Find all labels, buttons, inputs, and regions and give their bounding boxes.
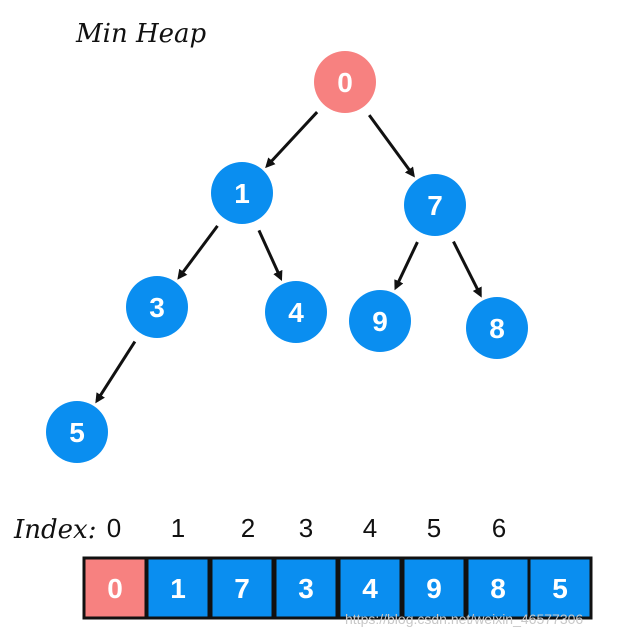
node-label: 4 xyxy=(288,297,304,328)
cell-box xyxy=(401,556,467,620)
index-number: 4 xyxy=(363,513,377,543)
arrow-n0-n2 xyxy=(368,114,415,178)
cell-box xyxy=(527,556,593,620)
cell-value: 1 xyxy=(170,573,186,604)
cell-box xyxy=(337,556,403,620)
cell-value: 9 xyxy=(426,573,442,604)
cell-value: 7 xyxy=(234,573,250,604)
node-label: 3 xyxy=(149,292,165,323)
arrow-n2-n6 xyxy=(452,240,482,298)
arrow-n1-n4 xyxy=(257,229,283,282)
array-cell-0: 0 xyxy=(82,556,148,620)
diagram-title: Min Heap xyxy=(75,19,207,49)
cell-value: 8 xyxy=(490,573,506,604)
arrow-n0-n1 xyxy=(265,111,319,169)
arrow-n1-n3 xyxy=(177,224,219,280)
array-cell-6: 8 xyxy=(465,556,531,620)
node-label: 9 xyxy=(372,306,388,337)
node-circle xyxy=(126,276,188,338)
tree-node-1: 1 xyxy=(211,162,273,224)
watermark-text: https://blog.csdn.net/weixin_46577306 xyxy=(345,611,583,627)
tree-nodes: 0 1 7 3 4 9 8 5 xyxy=(46,51,528,463)
cell-box xyxy=(82,556,148,620)
tree-edges xyxy=(95,111,482,404)
tree-node-0: 0 xyxy=(314,51,376,113)
index-number: 6 xyxy=(492,513,506,543)
index-number: 3 xyxy=(299,513,313,543)
tree-node-5: 5 xyxy=(46,401,108,463)
tree-node-4: 4 xyxy=(265,281,327,343)
node-circle xyxy=(46,401,108,463)
tree-node-7: 7 xyxy=(404,174,466,236)
index-number: 2 xyxy=(241,513,255,543)
node-circle xyxy=(466,297,528,359)
node-label: 0 xyxy=(337,67,353,98)
arrow-n3-n7 xyxy=(95,340,137,404)
node-circle xyxy=(404,174,466,236)
index-number: 1 xyxy=(171,513,185,543)
node-label: 8 xyxy=(489,313,505,344)
node-circle xyxy=(265,281,327,343)
node-label: 7 xyxy=(427,190,443,221)
cell-value: 0 xyxy=(107,573,123,604)
array-cells: 0 1 7 3 4 9 8 5 xyxy=(82,556,593,620)
index-label: Index: xyxy=(13,515,96,545)
tree-node-3: 3 xyxy=(126,276,188,338)
cell-value: 4 xyxy=(362,573,378,604)
index-number: 0 xyxy=(107,513,121,543)
node-circle xyxy=(211,162,273,224)
tree-node-9: 9 xyxy=(349,290,411,352)
cell-box xyxy=(209,556,275,620)
array-cell-3: 3 xyxy=(273,556,339,620)
cell-value: 5 xyxy=(552,573,568,604)
index-number: 5 xyxy=(427,513,441,543)
cell-box xyxy=(145,556,211,620)
cell-value: 3 xyxy=(298,573,314,604)
arrow-n2-n5 xyxy=(394,241,419,291)
cell-box xyxy=(273,556,339,620)
array-cell-7: 5 xyxy=(527,556,593,620)
array-cell-2: 7 xyxy=(209,556,275,620)
node-circle xyxy=(314,51,376,113)
node-label: 1 xyxy=(234,178,250,209)
array-cell-5: 9 xyxy=(401,556,467,620)
array-cell-1: 1 xyxy=(145,556,211,620)
node-circle xyxy=(349,290,411,352)
array-cell-4: 4 xyxy=(337,556,403,620)
tree-node-8: 8 xyxy=(466,297,528,359)
array-indices: 0 1 2 3 4 5 6 xyxy=(107,513,506,543)
node-label: 5 xyxy=(69,417,85,448)
